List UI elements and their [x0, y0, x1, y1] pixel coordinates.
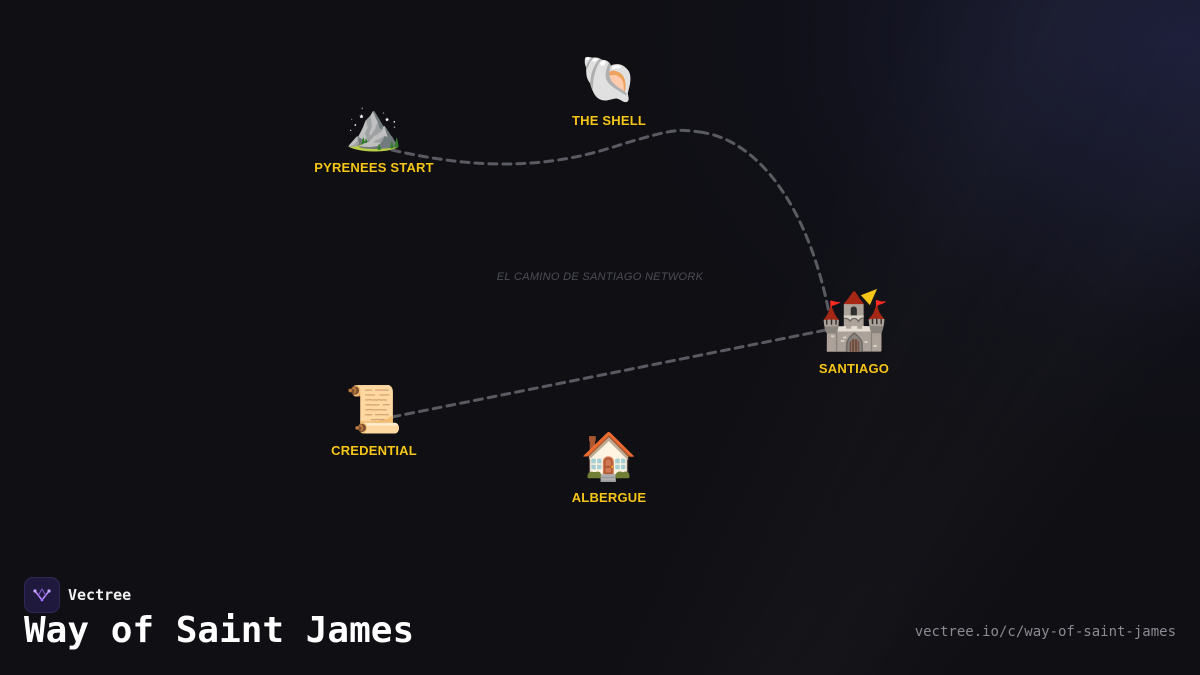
- node-credential[interactable]: 📜 CREDENTIAL: [331, 383, 417, 458]
- cursor-arrow-icon: [859, 287, 879, 307]
- node-label: ALBERGUE: [571, 490, 647, 505]
- node-santiago[interactable]: 🏰 SANTIAGO: [818, 289, 890, 377]
- vectree-logo-icon: [24, 577, 60, 613]
- edge-credential-to-santiago: [390, 328, 828, 419]
- scroll-icon: 📜: [345, 382, 403, 436]
- page-title: Way of Saint James: [24, 610, 415, 651]
- node-label: CREDENTIAL: [331, 443, 417, 458]
- node-label: SANTIAGO: [818, 361, 890, 376]
- edge-shell-to-santiago: [698, 130, 832, 320]
- castle-icon: 🏰: [819, 289, 889, 354]
- node-label: PYRENEES START: [314, 160, 434, 175]
- mountain-icon: ⛰️: [345, 99, 403, 153]
- node-the-shell[interactable]: 🐚 THE SHELL: [572, 53, 646, 128]
- node-albergue[interactable]: 🏠 ALBERGUE: [572, 430, 647, 505]
- node-pyrenees-start[interactable]: ⛰️ PYRENEES START: [314, 100, 434, 175]
- network-label: EL CAMINO DE SANTIAGO NETWORK: [496, 271, 704, 283]
- node-label: THE SHELL: [571, 113, 647, 128]
- edge-pyrenees-to-shell: [390, 128, 702, 166]
- house-icon: 🏠: [580, 429, 638, 483]
- page-url[interactable]: vectree.io/c/way-of-saint-james: [914, 624, 1176, 640]
- brand[interactable]: Vectree: [24, 577, 131, 613]
- shell-icon: 🐚: [580, 52, 638, 106]
- brand-name: Vectree: [68, 586, 132, 604]
